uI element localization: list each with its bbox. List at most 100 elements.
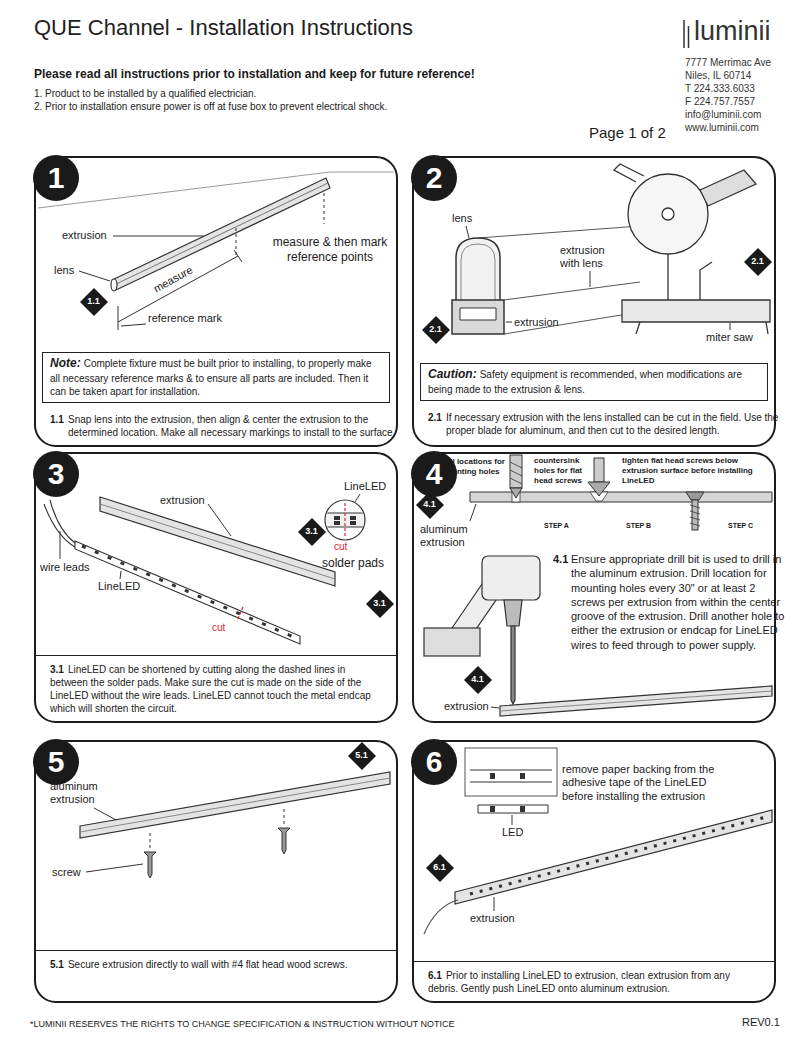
step-panel: 33.13.13.1LineLED can be shortened by cu… <box>34 452 398 723</box>
step-number: 5.1 <box>50 959 64 970</box>
callout-diamond: 4.1 <box>416 491 444 519</box>
callout-diamond: 4.1 <box>464 666 492 694</box>
callout-number: 2.1 <box>751 257 764 266</box>
step-number: 3 <box>48 459 65 489</box>
page-title: QUE Channel - Installation Instructions <box>34 15 413 42</box>
callout-number: 4.1 <box>423 500 436 509</box>
safety-note: 1. Product to be installed by a qualifie… <box>34 88 256 100</box>
instruction-label: measure & then mark reference points <box>262 235 398 264</box>
logo-bars <box>684 20 689 48</box>
part-label: aluminum extrusion <box>50 780 110 807</box>
email-address: info@luminii.com <box>685 109 761 121</box>
address-line: Niles, IL 60714 <box>685 70 751 82</box>
step-badge: 6 <box>411 739 457 785</box>
step-number: 4.1 <box>553 552 571 566</box>
step-number: 1 <box>48 163 65 193</box>
callout-number: 1.1 <box>87 297 100 306</box>
step-number: 3.1 <box>50 664 64 675</box>
callout-number: 3.1 <box>305 527 318 536</box>
note-box: Caution:Safety equipment is recommended,… <box>420 363 768 401</box>
detail-label: tighten flat head screws below extrusion… <box>622 456 772 485</box>
step-number: 2 <box>426 163 443 193</box>
fax-number: F 224.757.7557 <box>685 96 755 108</box>
caption-area: 5.1 Secure extrusion directly to wall wit… <box>36 950 396 971</box>
instruction-text: Prior to installing LineLED to extrusion… <box>428 970 730 994</box>
step-panel: 55.15.1Secure extrusion directly to wall… <box>34 740 398 1003</box>
step-number: 1.1 <box>50 413 68 426</box>
instruction-text: LineLED can be shortened by cutting alon… <box>50 664 371 714</box>
address-line: 7777 Merrimac Ave <box>685 57 771 69</box>
part-label: aluminum extrusion <box>420 523 480 550</box>
dimension-label: measure <box>147 261 199 298</box>
reading-notice: Please read all instructions prior to in… <box>34 67 475 82</box>
web-address: www.luminii.com <box>685 122 759 134</box>
step-badge: 2 <box>411 155 457 201</box>
detail-label: drill locations for mounting holes <box>440 457 508 477</box>
part-label: lens <box>452 212 472 225</box>
step-number: 5 <box>48 747 65 777</box>
step-badge: 1 <box>33 155 79 201</box>
part-label: extrusion <box>160 494 205 507</box>
part-label: extrusion <box>444 700 489 713</box>
note-box: Note:Complete fixture must be built prio… <box>42 352 390 403</box>
lineled-and-extrusion <box>44 494 370 644</box>
part-label: screw <box>52 866 81 879</box>
cut-label: cut <box>212 622 225 634</box>
instruction-text: If necessary extrusion with the lens ins… <box>446 412 778 436</box>
part-label: extrusion <box>62 229 107 242</box>
caption-area: 1.1Snap lens into the extrusion, then al… <box>50 413 402 439</box>
callout-diamond: 2.1 <box>422 316 450 344</box>
step-badge: 5 <box>33 739 79 785</box>
callout-diamond: 3.1 <box>366 590 394 618</box>
page-number: Page 1 of 2 <box>589 124 666 142</box>
part-label: wire leads <box>40 561 90 574</box>
step-panel: 2Caution:Safety equipment is recommended… <box>412 156 776 447</box>
lens-profile-and-saw <box>452 164 770 334</box>
revision-number: REV0.1 <box>742 1016 780 1029</box>
step-panel: 1Note:Complete fixture must be built pri… <box>34 156 398 447</box>
part-label: extrusion with lens <box>560 244 622 271</box>
step-panel: 44.14.14.1Ensure appropriate drill bit i… <box>412 452 776 723</box>
caption-area: 4.1Ensure appropriate drill bit is used … <box>553 552 785 652</box>
instruction-text: Secure extrusion directly to wall with #… <box>68 959 348 970</box>
part-label: LineLED <box>344 480 386 493</box>
part-label: LineLED <box>98 580 140 593</box>
detail-label: countersink holes for flat head screws <box>534 456 588 485</box>
callout-diamond: 3.1 <box>298 518 326 546</box>
phone-number: T 224.333.6033 <box>685 83 755 95</box>
part-label: extrusion <box>514 316 559 329</box>
led-install <box>424 748 772 934</box>
note-heading: Note: <box>50 356 81 370</box>
part-label: LED <box>502 826 523 839</box>
step-label: STEP A <box>544 522 569 531</box>
note-heading: Caution: <box>428 367 477 381</box>
cut-label: cut <box>334 541 347 553</box>
caption-area: 3.1LineLED can be shortened by cutting a… <box>36 655 396 715</box>
callout-diamond: 6.1 <box>426 854 454 882</box>
step-number: 4 <box>426 459 443 489</box>
callout-number: 5.1 <box>355 751 368 760</box>
tool-label: miter saw <box>706 331 753 344</box>
safety-note: 2. Prior to installation ensure power is… <box>34 101 387 113</box>
callout-number: 6.1 <box>433 863 446 872</box>
instruction-label: remove paper backing from the adhesive t… <box>562 763 734 803</box>
caption-area: 6.1Prior to installing LineLED to extrus… <box>414 961 774 995</box>
caption-area: 2.1If necessary extrusion with the lens … <box>428 411 780 437</box>
part-label: lens <box>54 264 74 277</box>
callout-number: 2.1 <box>429 325 442 334</box>
callout-diamond: 2.1 <box>744 248 772 276</box>
part-label: solder pads <box>322 556 384 571</box>
callout-diamond: 5.1 <box>348 742 376 770</box>
note-text: Complete fixture must be built prior to … <box>50 358 372 397</box>
callout-number: 3.1 <box>373 599 386 608</box>
step-badge: 3 <box>33 451 79 497</box>
instruction-text: Snap lens into the extrusion, then align… <box>68 414 395 438</box>
part-label: extrusion <box>470 912 515 925</box>
step-number: 6.1 <box>428 970 442 981</box>
disclaimer: *LUMINII RESERVES THE RIGHTS TO CHANGE S… <box>30 1019 455 1030</box>
wall-mount <box>80 772 390 878</box>
callout-number: 4.1 <box>471 675 484 684</box>
step-label: STEP C <box>728 522 753 531</box>
callout-diamond: 1.1 <box>80 288 108 316</box>
step-number: 2.1 <box>428 411 446 424</box>
